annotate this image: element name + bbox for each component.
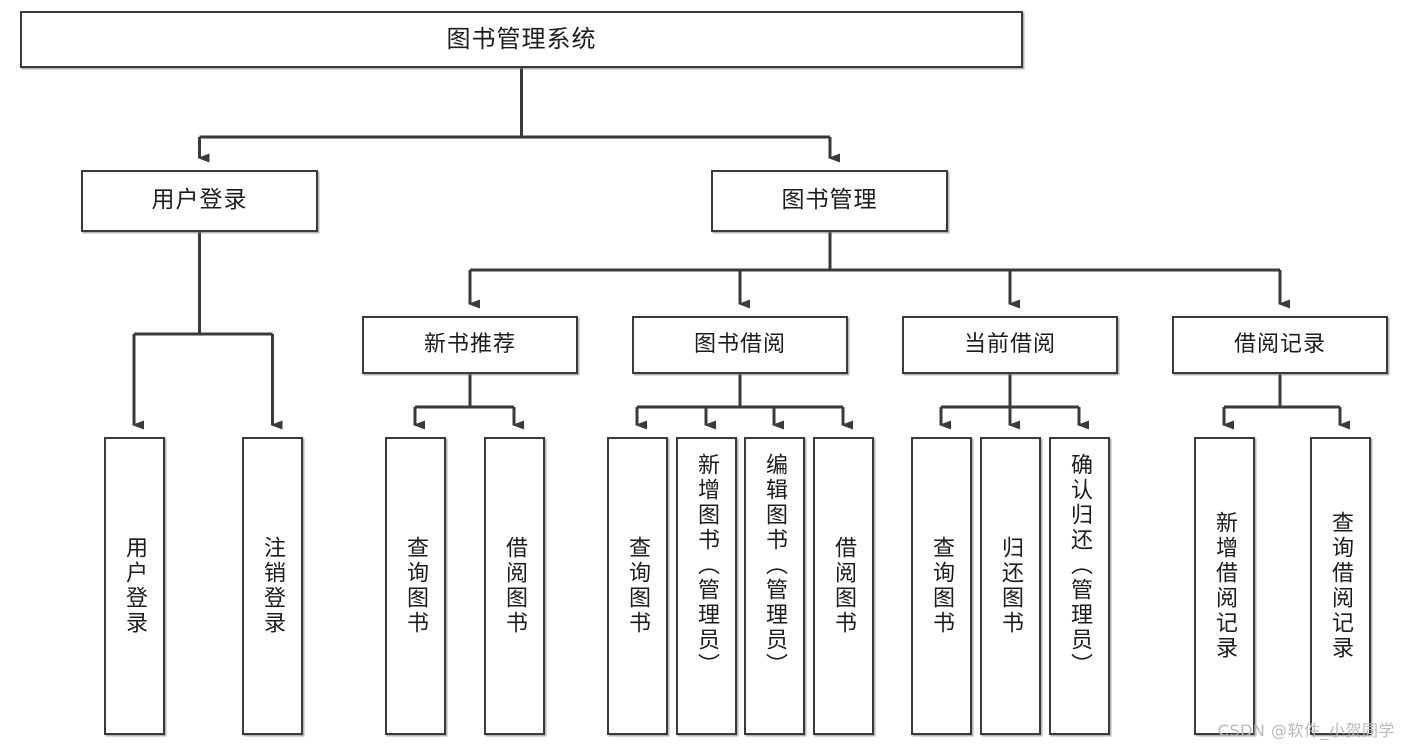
node-label: 图书管理 xyxy=(781,187,878,214)
node-label: 确认归还（管理员） xyxy=(1067,453,1093,678)
node-label: 新书推荐 xyxy=(423,332,516,358)
node-label: 图书借阅 xyxy=(693,332,786,358)
node-leaf-borrow-book[interactable]: 借阅图书 xyxy=(813,437,874,735)
node-leaf-query-borrow-record[interactable]: 查询借阅记录 xyxy=(1310,437,1371,735)
node-label: 当前借阅 xyxy=(963,332,1056,358)
node-label: 借阅图书 xyxy=(831,536,857,636)
node-user-login[interactable]: 用户登录 xyxy=(81,170,318,232)
node-label: 用户登录 xyxy=(122,536,148,636)
node-leaf-user-logout[interactable]: 注销登录 xyxy=(242,437,303,735)
node-leaf-query-current-book[interactable]: 查询图书 xyxy=(911,437,972,735)
node-label: 新增借阅记录 xyxy=(1212,511,1238,661)
node-leaf-confirm-return-admin[interactable]: 确认归还（管理员） xyxy=(1049,437,1110,735)
node-leaf-user-login[interactable]: 用户登录 xyxy=(104,437,165,735)
node-label: 借阅图书 xyxy=(502,536,528,636)
node-label: 用户登录 xyxy=(151,187,248,214)
node-new-book-recommendation[interactable]: 新书推荐 xyxy=(362,316,578,374)
node-label: 编辑图书（管理员） xyxy=(762,453,788,678)
node-label: 借阅记录 xyxy=(1233,332,1326,358)
node-leaf-query-book-recommendation[interactable]: 查询图书 xyxy=(385,437,446,735)
node-current-borrowing[interactable]: 当前借阅 xyxy=(902,316,1118,374)
node-book-management[interactable]: 图书管理 xyxy=(711,170,948,232)
node-label: 新增图书（管理员） xyxy=(694,453,720,678)
node-label: 查询借阅记录 xyxy=(1328,511,1354,661)
node-leaf-add-book-admin[interactable]: 新增图书（管理员） xyxy=(676,437,737,735)
node-leaf-borrow-book-recommendation[interactable]: 借阅图书 xyxy=(484,437,545,735)
node-root-book-management-system[interactable]: 图书管理系统 xyxy=(20,11,1023,68)
node-label: 归还图书 xyxy=(998,536,1024,636)
node-borrowing-record[interactable]: 借阅记录 xyxy=(1172,316,1388,374)
node-label: 图书管理系统 xyxy=(446,25,597,54)
node-label: 查询图书 xyxy=(929,536,955,636)
node-label: 查询图书 xyxy=(403,536,429,636)
node-book-borrowing[interactable]: 图书借阅 xyxy=(632,316,848,374)
watermark-text: CSDN @软件_小贺同学 xyxy=(1217,721,1395,740)
node-label: 查询图书 xyxy=(625,536,651,636)
node-label: 注销登录 xyxy=(260,536,286,636)
node-leaf-edit-book-admin[interactable]: 编辑图书（管理员） xyxy=(744,437,805,735)
node-leaf-return-book[interactable]: 归还图书 xyxy=(980,437,1041,735)
node-leaf-query-book[interactable]: 查询图书 xyxy=(607,437,668,735)
node-leaf-add-borrow-record[interactable]: 新增借阅记录 xyxy=(1194,437,1255,735)
